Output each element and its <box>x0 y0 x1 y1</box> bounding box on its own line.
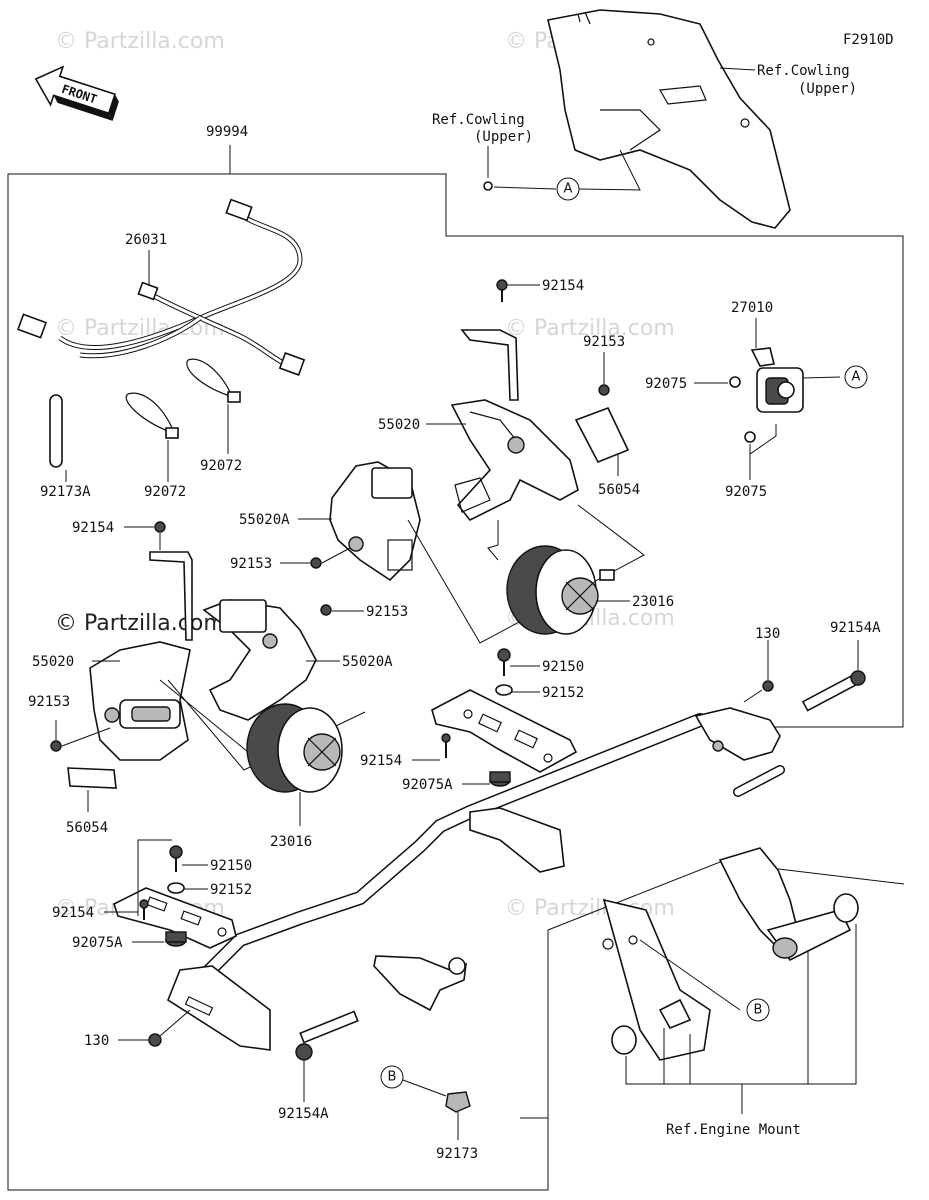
label-92154-left: 92154 <box>72 520 114 536</box>
light-housing-55020a-mid <box>202 599 317 721</box>
bolt-130-right <box>762 680 774 692</box>
callout-b-clip <box>380 1065 404 1089</box>
label-130-left: 130 <box>84 1033 109 1049</box>
bolt-130-left <box>148 1033 162 1047</box>
reflector-56054-top <box>574 406 630 464</box>
label-55020A-top: 55020A <box>239 512 290 528</box>
bolt-92153-mid2 <box>320 604 332 616</box>
label-99994: 99994 <box>206 124 248 140</box>
label-55020A-mid: 55020A <box>342 654 393 670</box>
strap-92173a <box>49 394 63 468</box>
mount-plate-right <box>431 689 578 773</box>
bolt-92150-left <box>169 845 183 872</box>
label-92152-right: 92152 <box>542 685 584 701</box>
label-92154A-right: 92154A <box>830 620 881 636</box>
ref-cowling-upper-left-2: (Upper) <box>474 129 533 145</box>
kit-outline <box>7 173 549 1191</box>
upper-cowling-reference <box>547 9 791 229</box>
label-55020-left: 55020 <box>32 654 74 670</box>
bolt-92154-left <box>154 521 166 533</box>
front-arrow-icon: FRONT <box>34 65 119 121</box>
ref-cowling-upper-right-1: Ref.Cowling <box>757 63 850 79</box>
light-housing-55020-left <box>89 641 191 761</box>
watermark-4: © Partzilla.com <box>505 316 675 341</box>
fog-lamp-23016-right <box>506 545 615 635</box>
bolt-92154-lower <box>139 899 149 920</box>
label-92150-right: 92150 <box>542 659 584 675</box>
callout-b-clip-label: B <box>388 1070 397 1085</box>
label-92075A-right: 92075A <box>402 777 453 793</box>
label-23016-left: 23016 <box>270 834 312 850</box>
label-92173A: 92173A <box>40 484 91 500</box>
label-92075-a: 92075 <box>645 376 687 392</box>
wiring-harness <box>16 198 306 376</box>
label-23016-right: 23016 <box>632 594 674 610</box>
bolt-92154-top <box>496 279 508 302</box>
label-56054-top: 56054 <box>598 482 640 498</box>
bolt-92150-right <box>497 648 511 676</box>
label-92152-left: 92152 <box>210 882 252 898</box>
bolt-92153-top <box>598 384 610 396</box>
label-92153-top: 92153 <box>583 334 625 350</box>
label-92153-mid2: 92153 <box>366 604 408 620</box>
label-92154-lower: 92154 <box>52 905 94 921</box>
bolt-92153-mid <box>310 557 322 569</box>
callout-a-top-label: A <box>564 182 573 197</box>
diagram-code: F2910D <box>843 32 894 48</box>
label-92153-left: 92153 <box>28 694 70 710</box>
washer-92152-left <box>167 882 185 894</box>
label-92075A-left: 92075A <box>72 935 123 951</box>
grommet-92075a-left <box>165 931 187 947</box>
bolt-92154-right <box>441 733 451 758</box>
nut-92075-a <box>729 376 741 388</box>
reflector-56054-left <box>67 767 117 789</box>
label-26031: 26031 <box>125 232 167 248</box>
ref-cowling-upper-right-2: (Upper) <box>798 81 857 97</box>
callout-a-switch-label: A <box>852 370 861 385</box>
label-92154-top: 92154 <box>542 278 584 294</box>
cable-tie-a <box>125 392 179 439</box>
callout-b-mount <box>746 998 770 1022</box>
bolt-92154a-bottom <box>295 1010 359 1061</box>
grommet-92075a-right <box>489 771 511 787</box>
callout-a-switch <box>844 365 868 389</box>
label-92075-b: 92075 <box>725 484 767 500</box>
watermark-1: © Partzilla.com <box>55 29 225 54</box>
engine-guard-bar <box>167 707 785 1051</box>
label-55020-top: 55020 <box>378 417 420 433</box>
ref-cowling-upper-left-1: Ref.Cowling <box>432 112 525 128</box>
label-92154A-bottom: 92154A <box>278 1106 329 1122</box>
label-92072-b: 92072 <box>200 458 242 474</box>
watermark-prominent: © Partzilla.com <box>55 611 225 636</box>
label-92150-left: 92150 <box>210 858 252 874</box>
cable-tie-b <box>186 358 241 403</box>
ref-engine-mount: Ref.Engine Mount <box>666 1122 801 1138</box>
light-bracket-top <box>460 329 519 401</box>
light-housing-55020a-top <box>329 461 421 582</box>
washer-92152-right <box>495 684 513 696</box>
kit-outline-right <box>230 173 904 728</box>
label-92173: 92173 <box>436 1146 478 1162</box>
label-56054-left: 56054 <box>66 820 108 836</box>
switch-27010 <box>750 347 841 413</box>
label-92072-a: 92072 <box>144 484 186 500</box>
label-27010: 27010 <box>731 300 773 316</box>
fog-lamp-23016-left <box>246 703 343 793</box>
label-130-right: 130 <box>755 626 780 642</box>
bolt-92153-left <box>50 740 62 752</box>
light-housing-55020-top <box>450 399 579 522</box>
clip-92173 <box>445 1091 471 1113</box>
cowling-bolt <box>483 181 493 191</box>
nut-92075-b <box>744 431 756 443</box>
engine-mount-reference <box>602 847 859 1061</box>
callout-b-mount-label: B <box>754 1003 763 1018</box>
label-92153-mid: 92153 <box>230 556 272 572</box>
label-92154-right: 92154 <box>360 753 402 769</box>
light-bracket-left <box>149 551 193 641</box>
bolt-92154a-right <box>801 670 866 712</box>
